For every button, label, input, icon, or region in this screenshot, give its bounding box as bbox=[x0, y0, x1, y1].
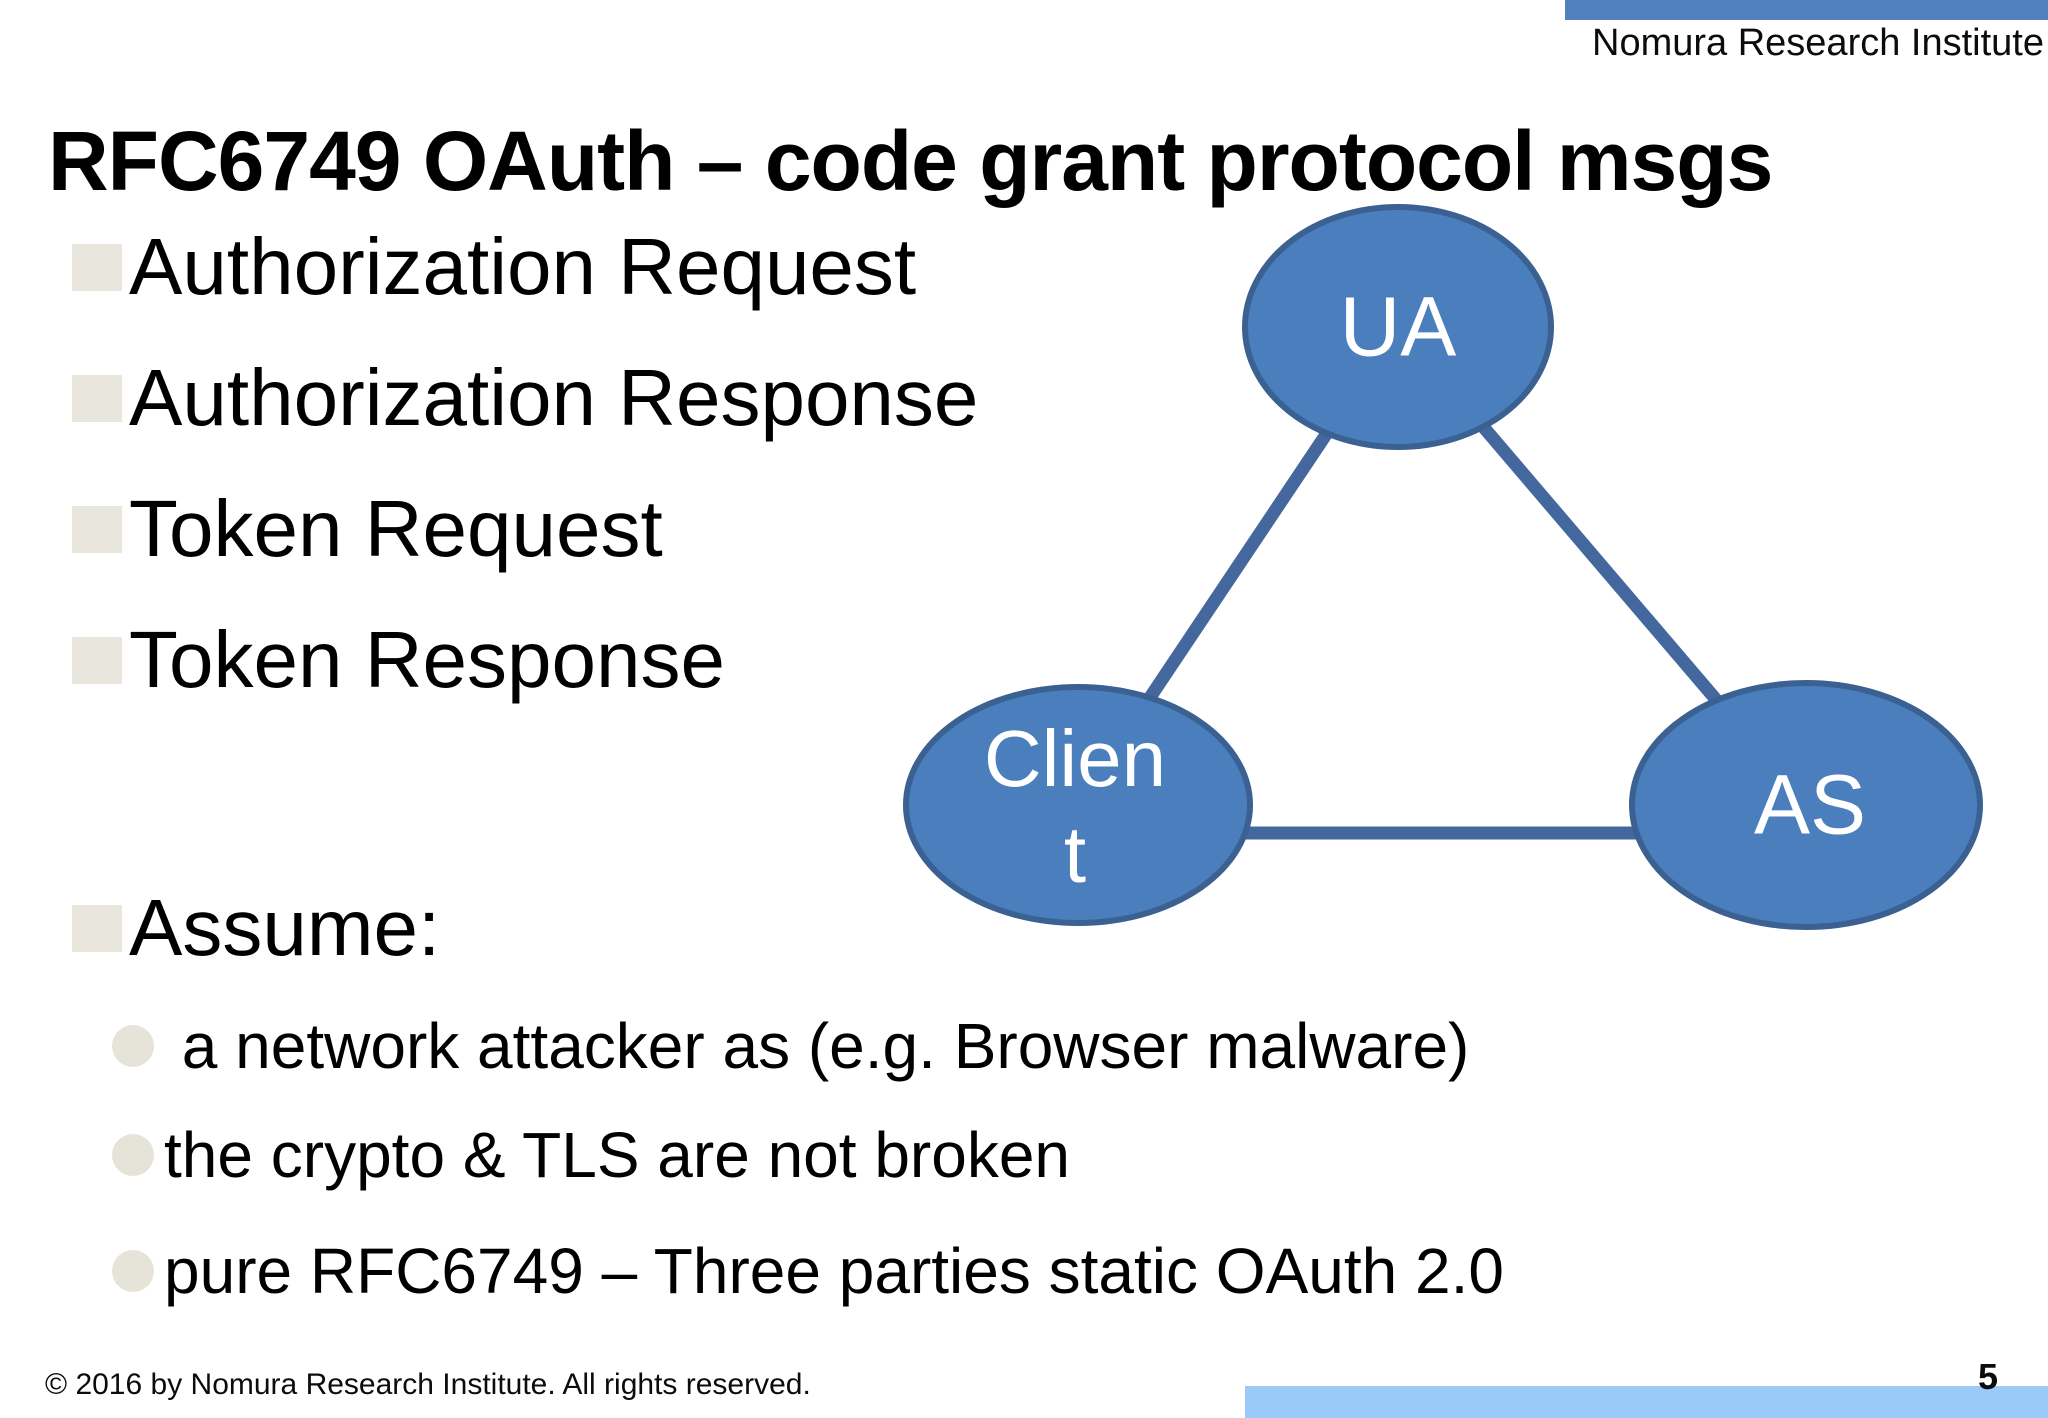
square-bullet-icon bbox=[72, 243, 122, 291]
sub-bullet-crypto-tls: the crypto & TLS are not broken bbox=[112, 1111, 1070, 1199]
bullet-label: Authorization Response bbox=[129, 353, 979, 442]
bullet-label: Authorization Request bbox=[129, 222, 917, 311]
circle-bullet-icon bbox=[112, 1250, 154, 1292]
footer-accent-bar bbox=[1245, 1386, 2048, 1418]
sub-bullet-pure-rfc6749: pure RFC6749 – Three parties static OAut… bbox=[112, 1227, 1504, 1315]
bullet-label: Token Request bbox=[129, 484, 663, 573]
circle-bullet-icon bbox=[112, 1025, 154, 1067]
node-client-label-line1: Clien bbox=[983, 714, 1167, 803]
sub-bullet-label: a network attacker as (e.g. Browser malw… bbox=[164, 1010, 1470, 1082]
copyright-text: © 2016 by Nomura Research Institute. All… bbox=[45, 1368, 811, 1401]
node-as-ellipse bbox=[1629, 680, 1983, 930]
node-client-ellipse bbox=[903, 684, 1253, 926]
bullet-token-request: Token Request bbox=[72, 481, 663, 577]
bullet-authorization-request: Authorization Request bbox=[72, 219, 916, 315]
square-bullet-icon bbox=[72, 374, 122, 422]
header-accent-bar bbox=[1565, 0, 2048, 20]
node-ua-ellipse bbox=[1242, 204, 1554, 450]
bullet-label: Assume: bbox=[129, 883, 441, 972]
page-title: RFC6749 OAuth – code grant protocol msgs bbox=[48, 114, 1773, 209]
bullet-assume: Assume: bbox=[72, 880, 440, 976]
bullet-authorization-response: Authorization Response bbox=[72, 350, 978, 446]
org-name: Nomura Research Institute bbox=[1592, 22, 2044, 64]
circle-bullet-icon bbox=[112, 1134, 154, 1176]
square-bullet-icon bbox=[72, 505, 122, 553]
bullet-label: Token Response bbox=[129, 615, 725, 704]
node-ua-label: UA bbox=[1339, 279, 1457, 374]
node-as-label: AS bbox=[1753, 757, 1867, 852]
square-bullet-icon bbox=[72, 904, 122, 952]
diagram-nodes bbox=[903, 204, 1983, 930]
page-number: 5 bbox=[1978, 1356, 1999, 1397]
sub-bullet-network-attacker: a network attacker as (e.g. Browser malw… bbox=[112, 1002, 1469, 1090]
node-client-label-line2: t bbox=[1063, 810, 1087, 899]
square-bullet-icon bbox=[72, 636, 122, 684]
sub-bullet-label: pure RFC6749 – Three parties static OAut… bbox=[164, 1235, 1504, 1307]
sub-bullet-label: the crypto & TLS are not broken bbox=[164, 1119, 1070, 1191]
bullet-token-response: Token Response bbox=[72, 612, 725, 708]
